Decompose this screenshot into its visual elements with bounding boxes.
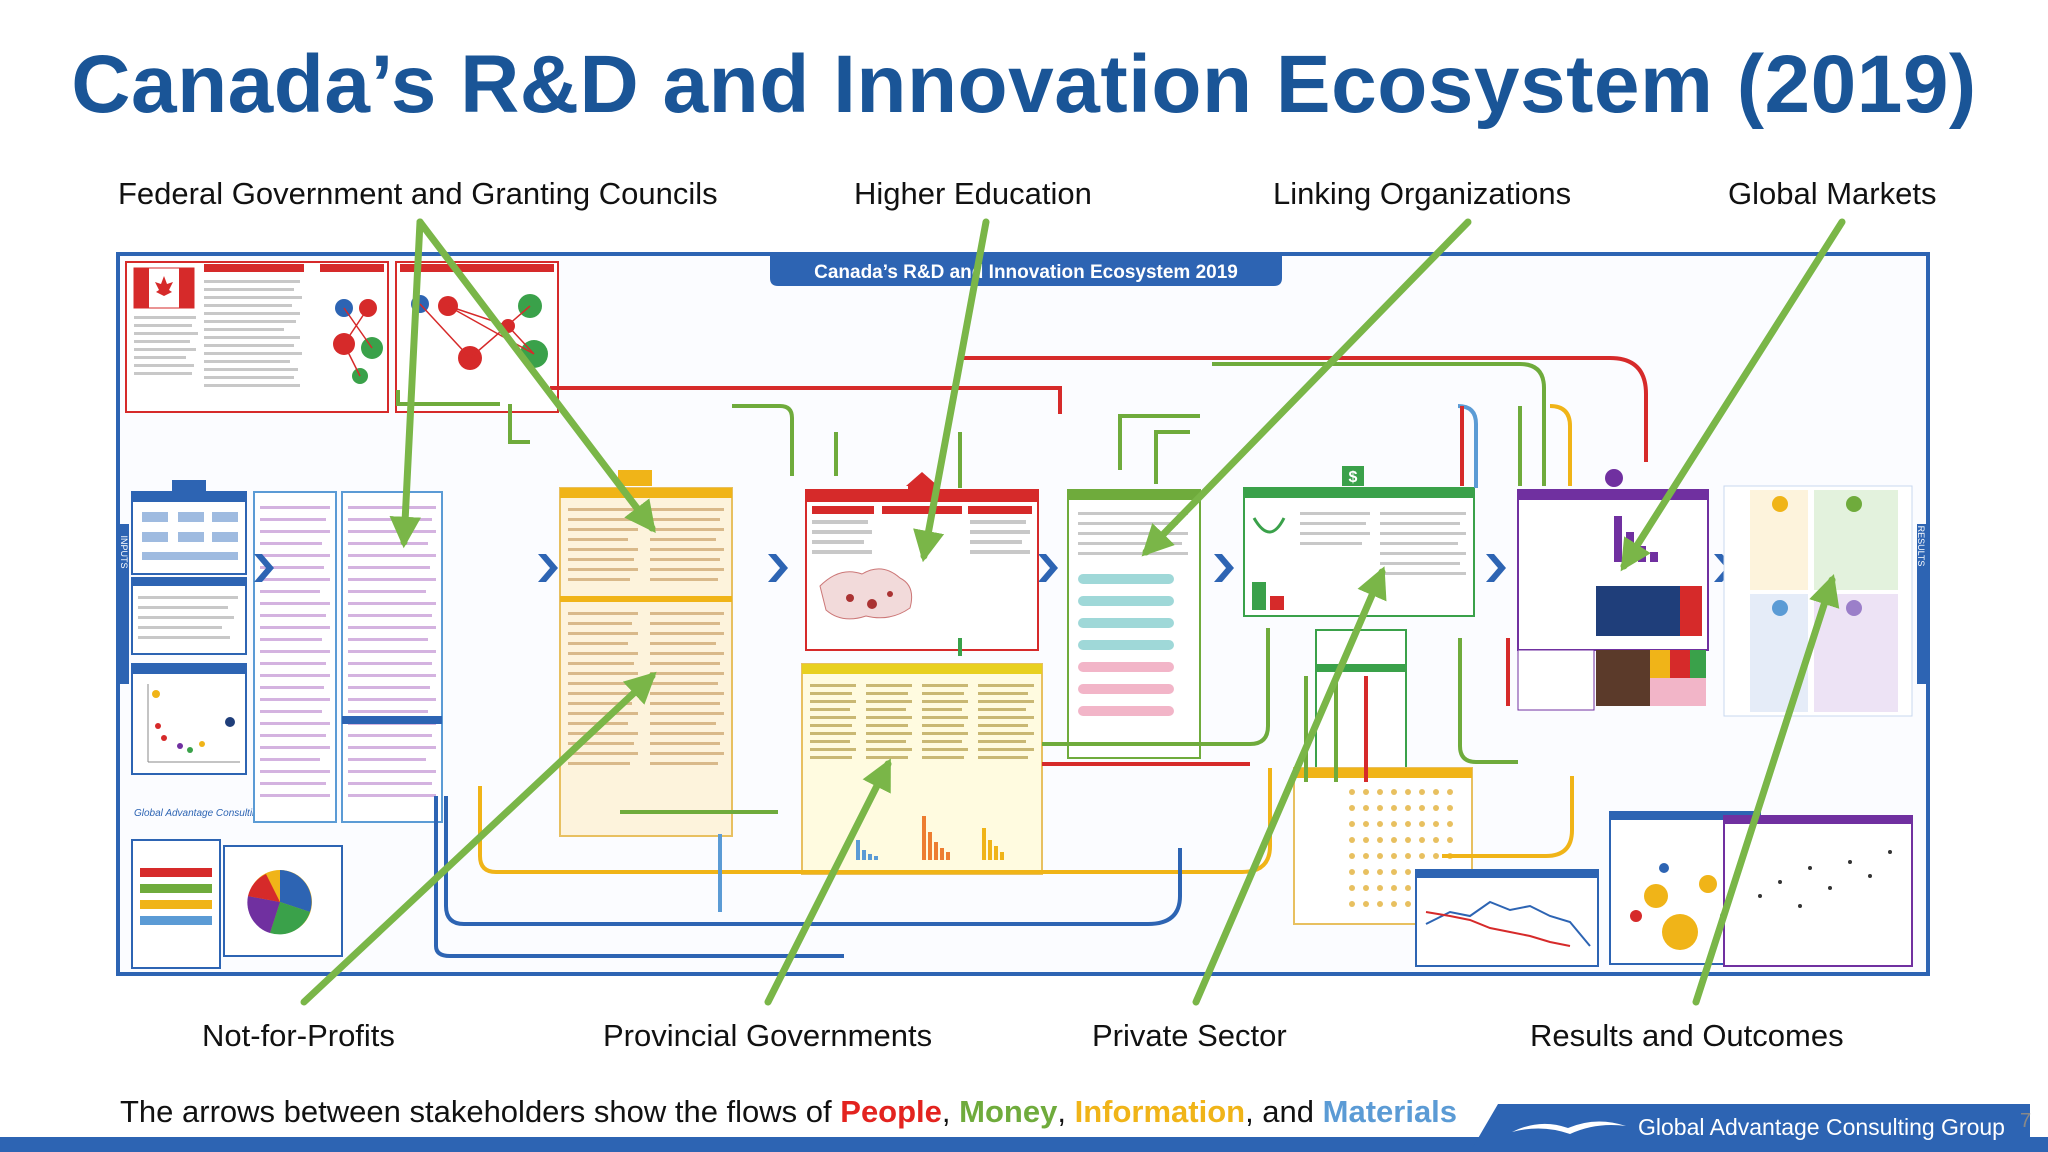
business-rd-trend-chart — [1415, 869, 1599, 967]
page-number: 7 — [2020, 1110, 2032, 1132]
results-scatter-chart — [1723, 815, 1913, 967]
chevron-right-icon — [254, 554, 274, 582]
poster-logo-text: Global Advantage Consulting Group — [134, 808, 294, 819]
chevron-right-icon — [1038, 554, 1058, 582]
legend-and: , and — [1245, 1094, 1323, 1129]
label-linking-organizations: Linking Organizations — [1273, 176, 1572, 211]
poster-title: Canada’s R&D and Innovation Ecosystem 20… — [814, 262, 1238, 283]
label-higher-education: Higher Education — [854, 176, 1092, 211]
flows-legend-sentence: The arrows between stakeholders show the… — [120, 1094, 1457, 1130]
chevron-right-icon — [538, 554, 558, 582]
budget-text-lines — [134, 280, 302, 387]
legend-prefix: The arrows between stakeholders show the… — [120, 1094, 841, 1129]
inputs-tab — [120, 524, 129, 684]
label-not-for-profits: Not-for-Profits — [202, 1018, 395, 1053]
maple-leaf-icon — [155, 276, 173, 296]
university-icon — [906, 472, 938, 486]
label-provincial-governments: Provincial Governments — [603, 1018, 933, 1053]
globe-icon — [1605, 469, 1623, 487]
canada-map — [819, 568, 913, 620]
seagull-logo-icon — [1512, 1121, 1626, 1134]
federal-scatter-panel — [131, 663, 247, 775]
label-global-markets: Global Markets — [1728, 176, 1937, 211]
legend-comma-1: , — [941, 1094, 960, 1129]
chevron-right-icon — [768, 554, 788, 582]
label-federal-government: Federal Government and Granting Councils — [118, 176, 718, 211]
legend-people: People — [840, 1094, 942, 1129]
legend-materials: Materials — [1322, 1094, 1458, 1129]
legend-money: Money — [959, 1094, 1058, 1129]
svg-text:$: $ — [1349, 469, 1358, 486]
results-tab-label: RESULTS — [1916, 526, 1926, 567]
label-private-sector: Private Sector — [1092, 1018, 1287, 1053]
results-tab — [1917, 524, 1926, 684]
chevron-right-icon — [1214, 554, 1234, 582]
label-results-outcomes: Results and Outcomes — [1530, 1018, 1844, 1053]
page-title: Canada’s R&D and Innovation Ecosystem (2… — [71, 39, 1977, 130]
ecosystem-poster: Canada’s R&D and Innovation Ecosystem 20… — [116, 252, 1930, 976]
federal-funding-flow-panel — [395, 261, 559, 413]
legend-information: Information — [1074, 1094, 1246, 1129]
brand-name: Global Advantage Consulting Group — [1638, 1114, 2005, 1140]
inputs-tab-label: INPUTS — [120, 535, 129, 568]
legend-comma-2: , — [1057, 1094, 1075, 1129]
poster-graphic: Canada’s R&D and Innovation Ecosystem 20… — [119, 256, 1926, 969]
chevron-right-icon — [1486, 554, 1506, 582]
